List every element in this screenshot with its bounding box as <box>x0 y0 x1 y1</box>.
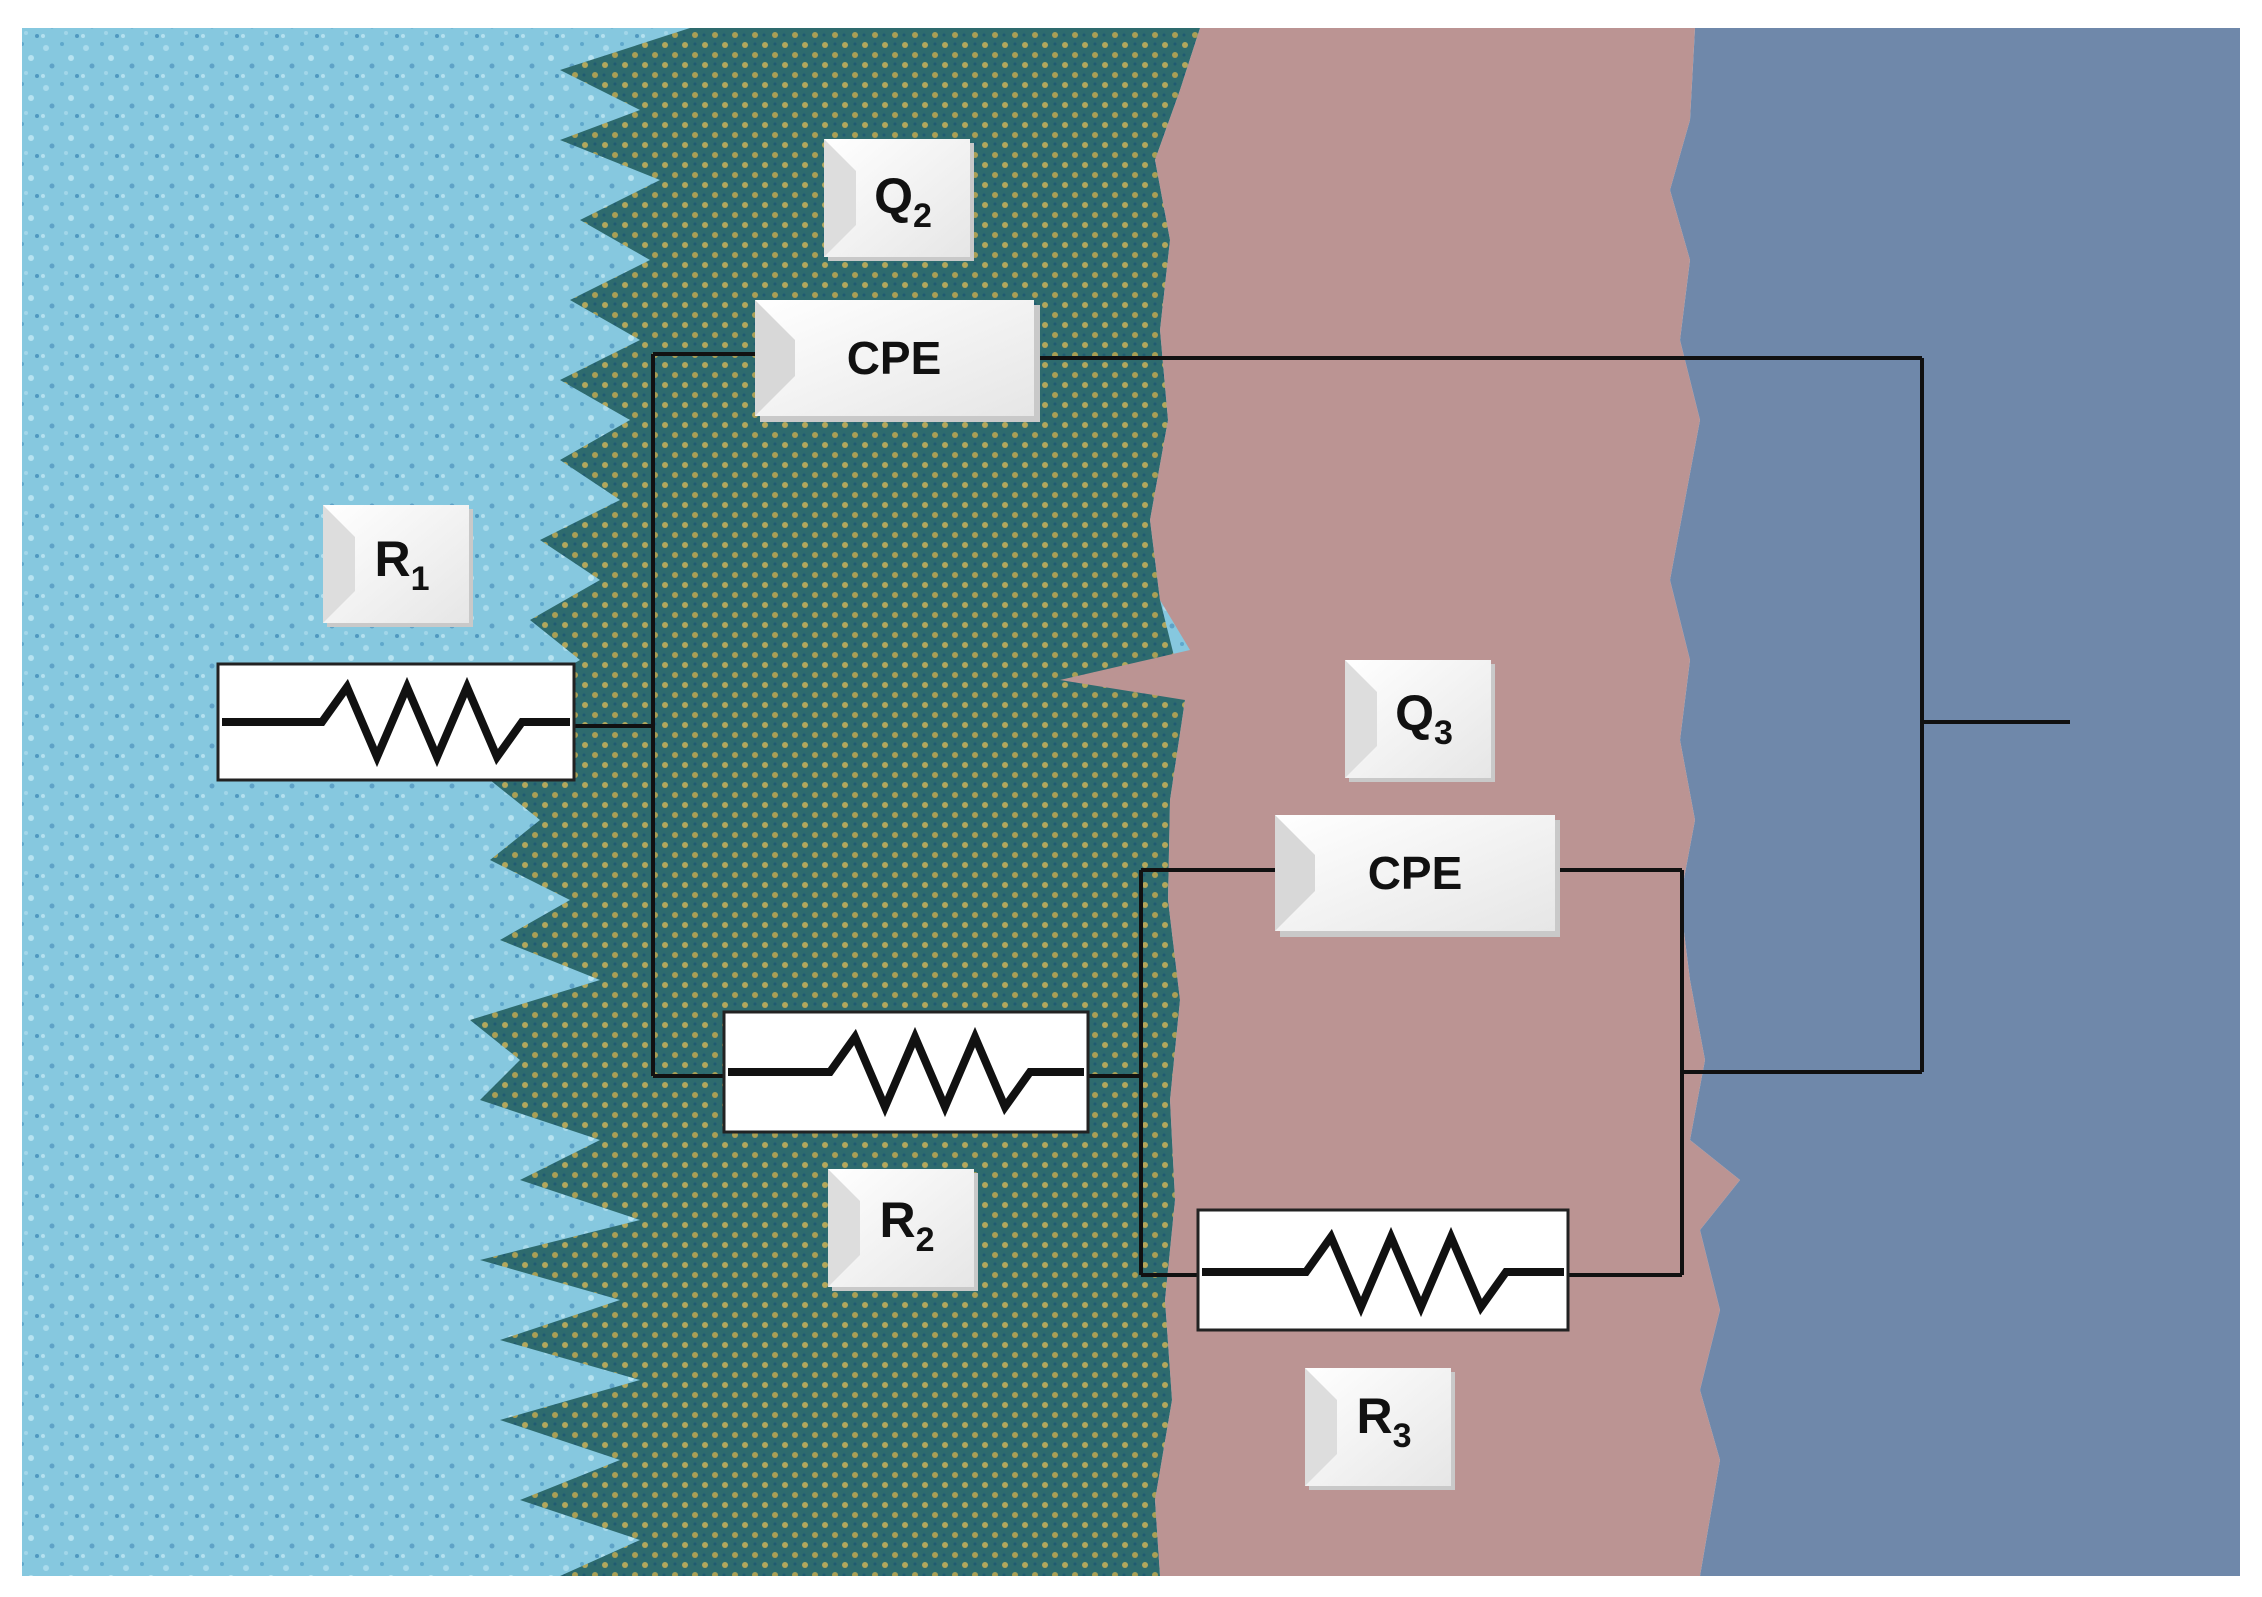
label-q2-symbol: Q <box>874 168 913 224</box>
label-q3-subscript: 3 <box>1434 714 1453 752</box>
label-q3: Q3 <box>1345 660 1495 782</box>
label-r3: R3 <box>1305 1368 1455 1490</box>
label-r1-symbol: R <box>374 531 410 587</box>
svg-text:Q2: Q2 <box>874 168 932 235</box>
label-q3-symbol: Q <box>1395 685 1434 741</box>
label-r2-subscript: 2 <box>916 1221 935 1259</box>
cpe-lower-box <box>1275 815 1555 931</box>
svg-text:R3: R3 <box>1356 1388 1411 1455</box>
resistor-r1 <box>216 662 576 782</box>
barrier-layer <box>1060 28 1740 1576</box>
resistor-r2 <box>722 1010 1090 1134</box>
label-q2: Q2 <box>824 139 974 261</box>
label-r3-subscript: 3 <box>1393 1417 1412 1455</box>
label-q2-subscript: 2 <box>913 197 932 235</box>
resistor-r3-zigzag <box>1202 1226 1564 1318</box>
label-r1-subscript: 1 <box>411 560 430 598</box>
layer-background <box>22 28 2240 1576</box>
svg-text:R1: R1 <box>374 531 429 598</box>
cpe-upper-bevel <box>755 300 795 416</box>
substrate-layer <box>1670 28 2240 1576</box>
resistor-r3 <box>1196 1208 1570 1332</box>
label-r3-symbol: R <box>1356 1388 1392 1444</box>
label-r1: R1 <box>323 505 473 627</box>
svg-text:Q3: Q3 <box>1395 685 1453 752</box>
cpe-element-lower: CPE <box>1275 815 1560 937</box>
cpe-lower-label: CPE <box>1368 847 1463 899</box>
circuit-wires <box>574 352 2070 1277</box>
cpe-lower-bevel <box>1275 815 1315 931</box>
label-r2: R2 <box>828 1169 978 1291</box>
label-r2-symbol: R <box>879 1192 915 1248</box>
cpe-upper-label: CPE <box>847 332 942 384</box>
svg-text:R2: R2 <box>879 1192 934 1259</box>
cpe-element-upper: CPE <box>755 300 1040 422</box>
cpe-upper-box <box>755 300 1034 416</box>
resistor-r1-zigzag <box>222 676 570 768</box>
resistor-r2-zigzag <box>728 1026 1084 1118</box>
